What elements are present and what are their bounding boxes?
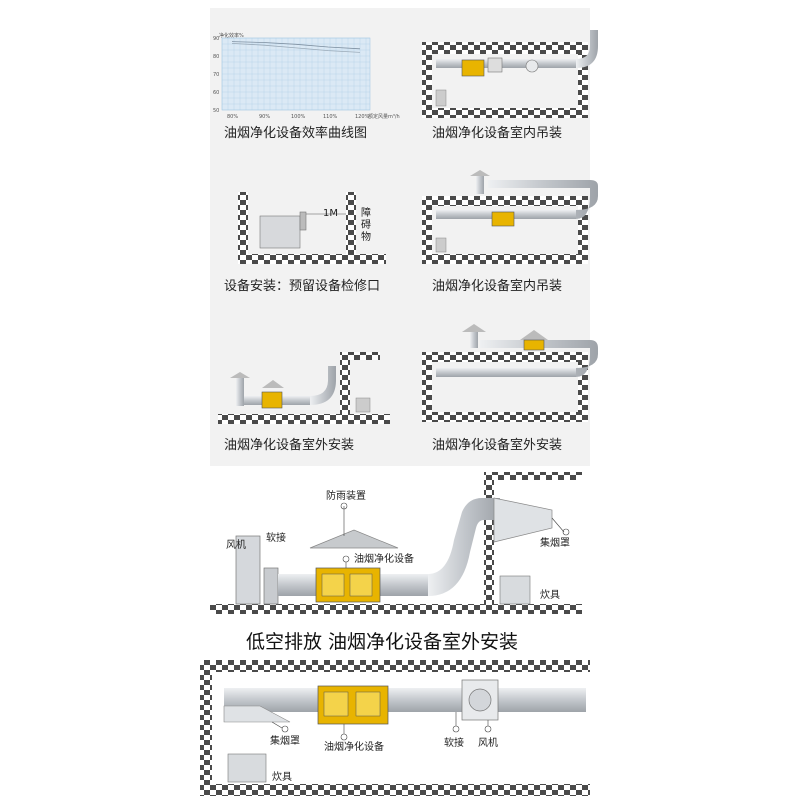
fan-label: 风机 — [478, 736, 498, 749]
ceiling-mid-panel: 油烟净化设备室内吊装 — [422, 170, 598, 294]
chart-caption: 油烟净化设备效率曲线图 — [224, 125, 367, 141]
rain-guard — [309, 529, 399, 549]
outdoor-large-diagram: 防雨装置 风机 软接 油烟净化设备 集烟罩 炊具 — [210, 472, 582, 614]
y-tick-label: 60 — [213, 90, 219, 96]
efficiency-chart-panel: 净化效率% 90 80 70 60 50 80% 90% 100% 110% 120% 额定风量… — [213, 32, 400, 141]
outdoor-left-caption: 油烟净化设备室外安装 — [224, 437, 354, 453]
x-tick-label: 80% — [227, 114, 238, 120]
stove — [499, 575, 531, 605]
purifier-label: 油烟净化设备 — [354, 552, 414, 565]
outdoor-right-caption: 油烟净化设备室外安装 — [432, 437, 562, 453]
outdoor-left-panel: 油烟净化设备室外安装 — [218, 352, 390, 453]
stove — [227, 753, 267, 783]
outdoor-large-title: 低空排放 油烟净化设备室外安装 — [246, 631, 518, 653]
x-tick-label: 120% — [355, 114, 370, 120]
indoor-large-diagram: 集烟罩 油烟净化设备 软接 风机 炊具 — [200, 660, 590, 796]
outdoor-right-panel: 油烟净化设备室外安装 — [422, 324, 598, 453]
flexible-joint-label: 软接 — [444, 736, 464, 749]
maintenance-panel: 1M 障碍物 设备安装：预留设备检修口 — [224, 192, 386, 294]
purifier-unit — [461, 59, 485, 77]
series-line-1 — [231, 41, 361, 50]
chart-xlabel: 额定风量m³/h — [368, 113, 400, 120]
duct — [224, 688, 586, 712]
chart-ylabel: 净化效率% — [219, 32, 244, 39]
fan-label: 风机 — [226, 538, 246, 551]
purifier-unit — [523, 339, 545, 351]
purifier-unit — [491, 211, 515, 227]
fan — [235, 535, 261, 605]
chart-grid — [221, 37, 370, 111]
stove-label: 炊具 — [272, 770, 292, 783]
y-tick-label: 50 — [213, 108, 219, 114]
obstacle-char: 物 — [361, 230, 371, 243]
flexible-joint-label: 软接 — [266, 531, 286, 544]
ceiling-mid-caption: 油烟净化设备室内吊装 — [432, 278, 562, 294]
chart-series — [231, 41, 361, 53]
chart-x-ticks: 80% 90% 100% 110% 120% — [227, 114, 370, 120]
chart-y-ticks: 90 80 70 60 50 — [213, 36, 219, 114]
obstacle-char: 障 — [361, 206, 371, 219]
ceiling-top-caption: 油烟净化设备室内吊装 — [432, 125, 562, 141]
duct — [436, 59, 576, 68]
purifier-unit — [259, 215, 301, 249]
y-tick-label: 90 — [213, 36, 219, 42]
purifier-label: 油烟净化设备 — [324, 740, 384, 753]
stove-label: 炊具 — [540, 588, 560, 601]
maintenance-caption: 设备安装：预留设备检修口 — [224, 278, 380, 294]
obstacle-label: 障碍物 — [361, 206, 371, 243]
hood-label: 集烟罩 — [270, 734, 300, 747]
x-tick-label: 100% — [291, 114, 306, 120]
hood — [223, 705, 291, 723]
rain-guard-label: 防雨装置 — [326, 489, 366, 502]
hood-label: 集烟罩 — [540, 536, 570, 549]
y-tick-label: 70 — [213, 72, 219, 78]
x-tick-label: 90% — [259, 114, 270, 120]
ceiling-top-panel: 油烟净化设备室内吊装 — [422, 30, 598, 141]
purifier-unit — [261, 391, 283, 409]
obstacle-char: 碍 — [361, 219, 371, 231]
duct — [436, 368, 576, 377]
hood — [493, 497, 553, 543]
y-tick-label: 80 — [213, 54, 219, 60]
clearance-label: 1M — [323, 208, 338, 219]
x-tick-label: 110% — [323, 114, 338, 120]
series-line-2 — [231, 43, 361, 53]
